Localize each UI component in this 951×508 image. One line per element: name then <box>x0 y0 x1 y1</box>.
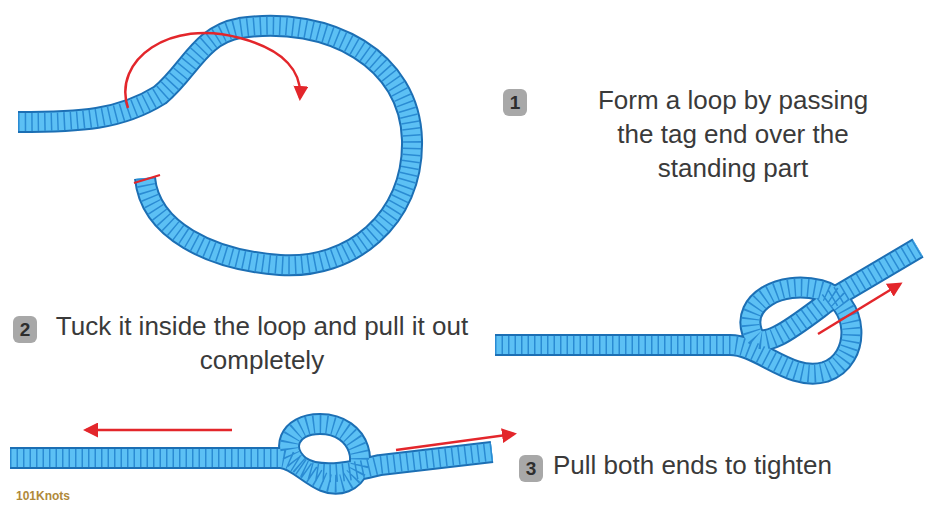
motion-arrow <box>818 284 900 334</box>
rope-step-two <box>495 248 918 374</box>
motion-arrow <box>396 434 514 450</box>
step-number: 1 <box>510 93 521 112</box>
motion-arrow <box>86 429 232 432</box>
step-number: 2 <box>20 320 31 339</box>
step-number: 3 <box>526 459 537 478</box>
step-badge: 1 <box>503 89 527 116</box>
step-instruction: Tuck it inside the loop and pull it out … <box>42 310 482 378</box>
step-badge: 3 <box>519 455 543 482</box>
step-badge: 2 <box>13 316 37 343</box>
rope-step-one <box>18 26 412 266</box>
step-instruction: Form a loop by passing the tag end over … <box>533 84 933 185</box>
watermark: 101Knots <box>16 489 106 505</box>
step-instruction: Pull both ends to tighten <box>553 449 945 483</box>
rope-step-three <box>10 424 492 484</box>
motion-arrow <box>125 33 300 108</box>
